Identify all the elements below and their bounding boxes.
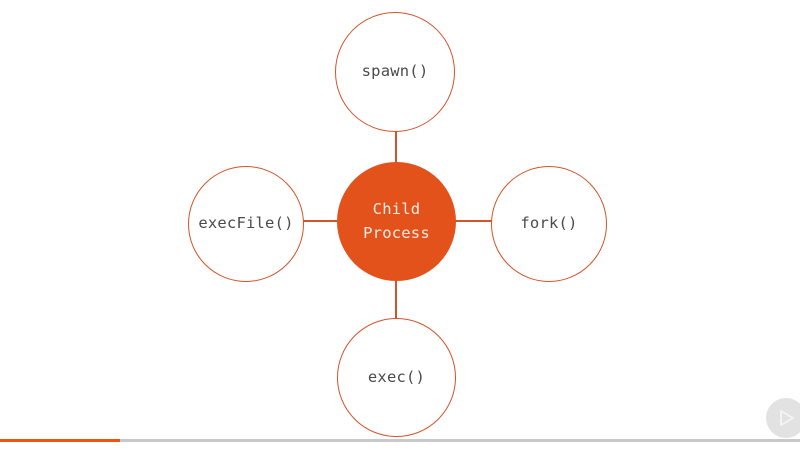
connector-hub-to-execfile	[301, 220, 341, 222]
connector-hub-to-fork	[452, 220, 493, 222]
node-execfile-label: execFile()	[198, 214, 294, 233]
connector-hub-to-spawn	[395, 130, 397, 166]
node-spawn: spawn()	[335, 12, 455, 132]
progress-bar-track[interactable]	[0, 439, 800, 442]
node-fork: fork()	[491, 166, 607, 282]
hub-label-line-1: Child	[372, 200, 421, 219]
hub-label-line-2: Process	[363, 223, 430, 242]
node-spawn-label: spawn()	[361, 62, 429, 81]
play-triangle-icon	[780, 410, 794, 426]
node-fork-label: fork()	[520, 214, 578, 233]
child-process-diagram: spawn() fork() exec() execFile() Child P…	[188, 12, 607, 437]
connector-hub-to-exec	[395, 277, 397, 321]
play-button[interactable]	[766, 398, 800, 438]
player-bottom-bar	[0, 442, 800, 450]
node-exec: exec()	[337, 318, 456, 437]
node-exec-label: exec()	[367, 367, 426, 386]
node-execfile: execFile()	[188, 166, 304, 282]
node-child-process-hub: Child Process	[337, 162, 456, 281]
progress-bar-fill	[0, 439, 120, 442]
